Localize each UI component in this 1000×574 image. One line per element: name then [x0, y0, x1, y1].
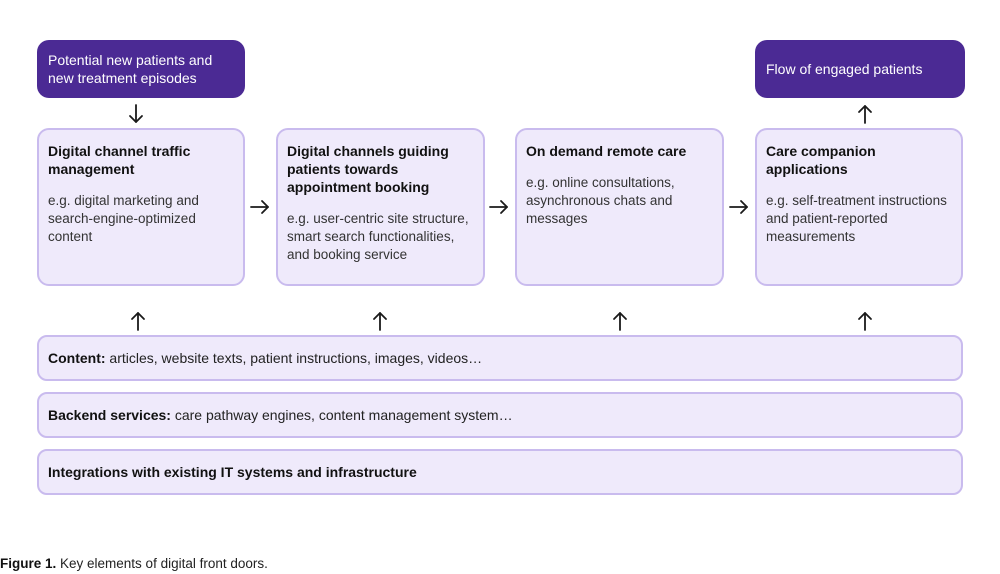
- arrow-down-icon: [129, 104, 143, 123]
- engaged-patients-label: Flow of engaged patients: [766, 61, 923, 77]
- potential-patients-label: Potential new patients and new treatment…: [48, 52, 213, 86]
- arrow-up-icon: [858, 105, 872, 124]
- integrations-layer: Integrations with existing IT systems an…: [37, 449, 963, 495]
- arrow-up-icon: [131, 312, 145, 331]
- arrow-up-icon: [373, 312, 387, 331]
- caption-text: Key elements of digital front doors.: [56, 556, 268, 571]
- card-body: e.g. digital marketing and search-engine…: [48, 193, 199, 244]
- figure-caption: Figure 1. Key elements of digital front …: [0, 556, 268, 571]
- backend-services-label: Backend services:: [48, 407, 171, 423]
- potential-patients-box: Potential new patients and new treatment…: [37, 40, 245, 98]
- arrow-up-icon: [858, 312, 872, 331]
- engaged-patients-box: Flow of engaged patients: [755, 40, 965, 98]
- card-remote-care: On demand remote care e.g. online consul…: [515, 128, 724, 286]
- caption-label: Figure 1.: [0, 556, 57, 571]
- arrow-right-icon: [250, 200, 269, 214]
- backend-services-layer: Backend services: care pathway engines, …: [37, 392, 963, 438]
- card-title: Care companion applications: [766, 143, 876, 177]
- content-layer: Content: articles, website texts, patien…: [37, 335, 963, 381]
- content-layer-label: Content:: [48, 350, 106, 366]
- arrow-up-icon: [613, 312, 627, 331]
- card-body: e.g. online consultations, asynchronous …: [526, 175, 675, 226]
- backend-services-text: care pathway engines, content management…: [170, 407, 513, 423]
- card-body: e.g. user-centric site structure, smart …: [287, 211, 469, 262]
- diagram-canvas: Potential new patients and new treatment…: [37, 40, 965, 495]
- arrow-right-icon: [729, 200, 748, 214]
- card-care-companion: Care companion applications e.g. self-tr…: [755, 128, 963, 286]
- card-title: Digital channels guiding patients toward…: [287, 143, 449, 195]
- card-title: Digital channel traffic management: [48, 143, 191, 177]
- arrow-right-icon: [489, 200, 508, 214]
- integrations-label: Integrations with existing IT systems an…: [48, 464, 417, 480]
- card-traffic-management: Digital channel traffic management e.g. …: [37, 128, 245, 286]
- card-body: e.g. self-treatment instructions and pat…: [766, 193, 947, 244]
- card-appointment-booking: Digital channels guiding patients toward…: [276, 128, 485, 286]
- card-title: On demand remote care: [526, 143, 687, 159]
- content-layer-text: articles, website texts, patient instruc…: [105, 350, 483, 366]
